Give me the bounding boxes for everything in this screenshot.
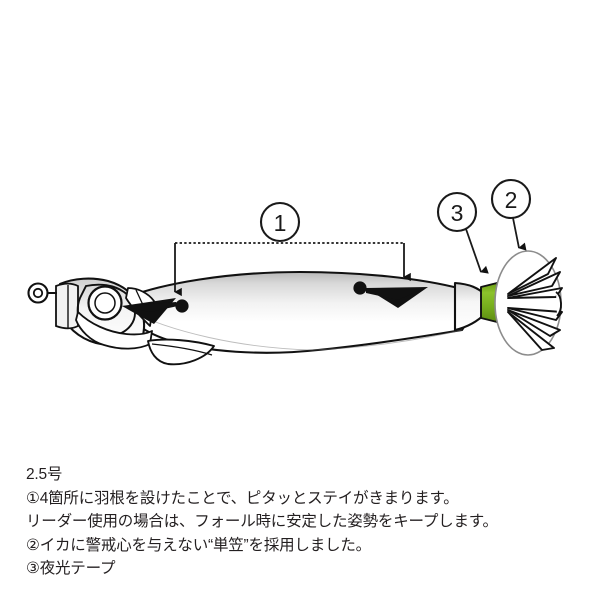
callout-1: 1 — [174, 201, 411, 297]
callout-1-label: 1 — [274, 210, 287, 236]
callout-3: 3 — [436, 191, 489, 274]
callout-2: 2 — [490, 178, 532, 251]
callout-3-label: 3 — [451, 200, 464, 226]
lower-keel-fin-line — [151, 343, 213, 356]
caption-block: 2.5号 ①4箇所に羽根を設けたことで、ピタッとステイがきまります。 リーダー使… — [26, 463, 586, 581]
callout-3-circle — [436, 191, 478, 233]
callout-3-leader — [465, 228, 489, 274]
caption-line-feature-3: ③夜光テープ — [26, 560, 116, 577]
mid-wing-fin — [353, 281, 428, 308]
callout-2-leader — [512, 217, 527, 251]
caption-line-feature-1-cont: リーダー使用の場合は、フォール時に安定した姿勢をキープします。 — [26, 513, 498, 530]
callout-2-circle — [490, 178, 532, 220]
jig-belly-shade — [125, 308, 463, 351]
head-wing-fin — [122, 298, 189, 324]
umbrella-skirt — [494, 250, 563, 356]
line-tie-ring — [27, 282, 57, 304]
caption-line-feature-2: ②イカに警戒心を与えない“単笠”を採用しました。 — [26, 536, 371, 554]
callout-1-circle — [259, 201, 301, 243]
callout-2-label: 2 — [505, 187, 518, 213]
squid-jig-illustration: 1 3 2 — [27, 178, 563, 366]
lower-keel-fin — [147, 338, 215, 366]
jig-body-group — [27, 250, 563, 366]
jig-head-collar — [55, 282, 79, 330]
caption-line-size: 2.5号 — [26, 466, 63, 483]
caption-line-feature-1: ①4箇所に羽根を設けたことで、ピタッとステイがきまります。 — [26, 489, 459, 507]
jig-eye — [87, 285, 123, 321]
